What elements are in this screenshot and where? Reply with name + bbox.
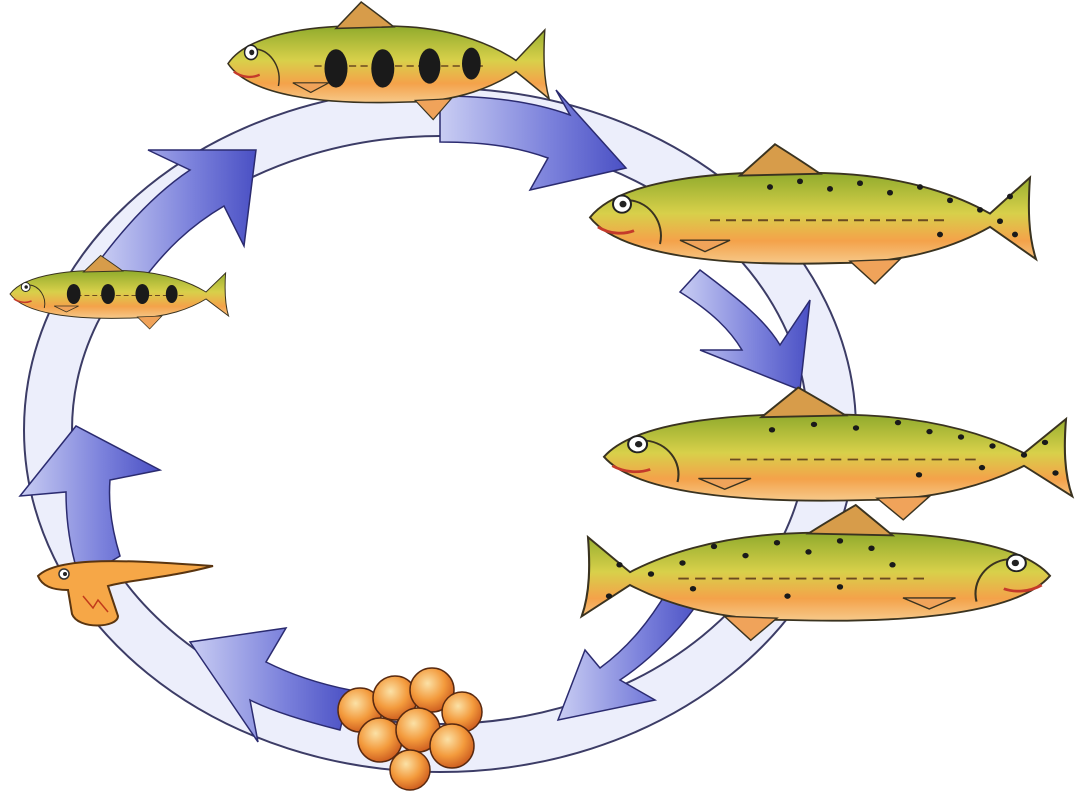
trout-life-cycle-diagram — [0, 0, 1075, 798]
